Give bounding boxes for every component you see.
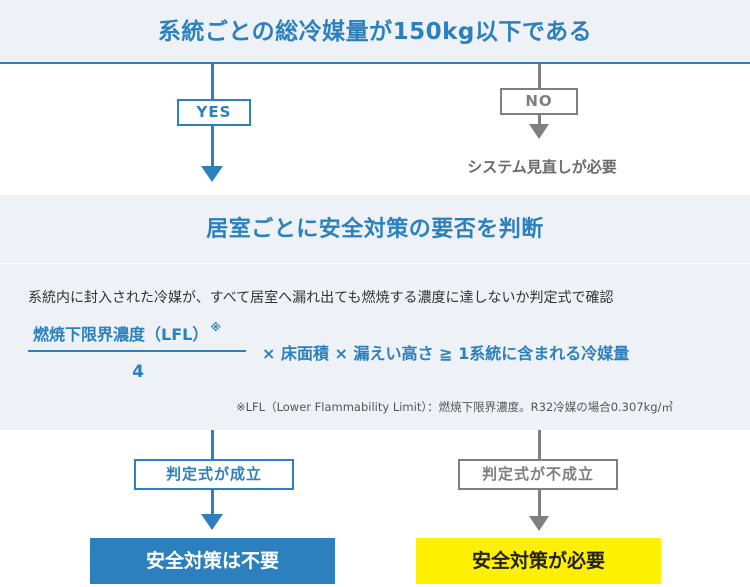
formula-denominator: 4 [132,362,144,382]
top-condition-title: 系統ごとの総冷媒量が150kg以下である [157,19,593,45]
lfl-footnote: ※LFL（Lower Flammability Limit）：燃焼下限界濃度。R… [236,400,673,414]
no-result-note: システム見直しが必要 [467,158,617,176]
no-arrow-head [529,124,549,139]
pass-arrow-head [201,514,223,530]
no-tag: NO [500,88,578,115]
judgement-divider [0,263,750,264]
pass-tag: 判定式が成立 [134,459,294,490]
judgement-title: 居室ごとに安全対策の要否を判断 [206,217,544,242]
fraction-bar [28,350,246,352]
formula-numerator: 燃焼下限界濃度（LFL）※ [33,321,243,345]
formula-footnote-mark: ※ [210,321,222,334]
fail-arrow-head [529,516,549,531]
formula-numerator-text: 燃焼下限界濃度（LFL） [33,325,209,344]
yes-arrow-head [201,166,223,182]
fail-tag: 判定式が不成立 [458,459,618,490]
judgement-band [0,195,750,430]
judgement-description: 系統内に封入された冷媒が、すべて居室へ漏れ出ても燃焼する濃度に達しないか判定式で… [28,290,614,306]
result-not-required: 安全対策は不要 [90,538,335,584]
result-required: 安全対策が必要 [416,538,661,584]
formula-rest: × 床面積 × 漏えい高さ ≧ 1系統に含まれる冷媒量 [262,344,630,363]
yes-tag: YES [177,99,251,126]
top-condition-band [0,0,750,64]
